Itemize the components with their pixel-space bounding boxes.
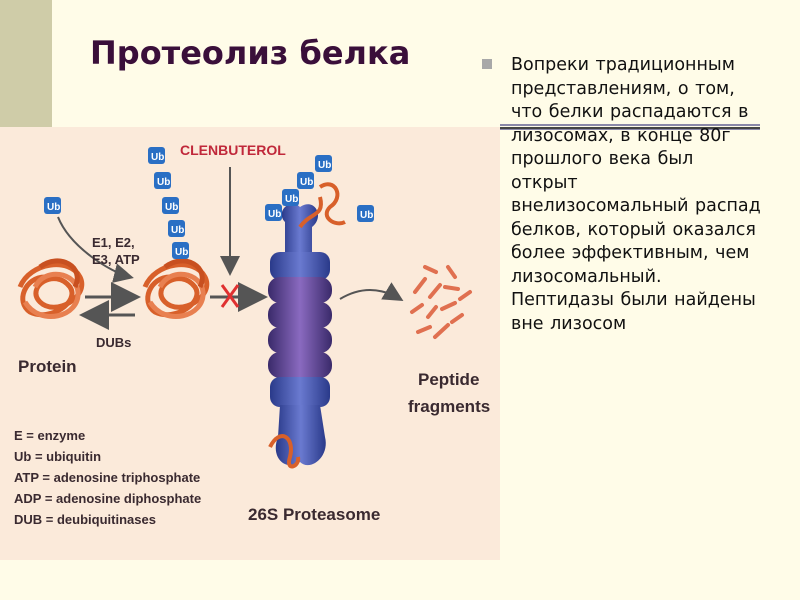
ub-label: Ub	[47, 202, 60, 213]
protein-tangle-icon	[17, 258, 85, 319]
proteasome-label: 26S Proteasome	[248, 505, 380, 524]
bullet-text: Вопреки традиционным представлениям, о т…	[511, 55, 761, 334]
peptide-label-1: Peptide	[418, 370, 479, 389]
legend: E = enzyme Ub = ubiquitin ATP = adenosin…	[14, 428, 201, 527]
ub-chain-middle: Ub Ub Ub Ub Ub	[148, 147, 189, 259]
enzymes-label-1: E1, E2,	[92, 235, 135, 250]
proteasome-icon	[268, 203, 332, 466]
ub-label: Ub	[151, 152, 164, 163]
ub-label: Ub	[171, 225, 184, 236]
accent-block	[0, 0, 52, 128]
to-peptides-arrow	[339, 282, 404, 302]
figure-svg: Ub Ub Ub Ub Ub Ub E1, E2, E3, ATP DUBs P…	[14, 142, 490, 527]
legend-item: E = enzyme	[14, 428, 85, 443]
ub-label: Ub	[360, 210, 373, 221]
ub-label: Ub	[300, 177, 313, 188]
peptide-fragments-icon	[410, 265, 472, 339]
block-x-icon	[220, 284, 240, 308]
ub-label: Ub	[285, 194, 298, 205]
ub-arrow	[57, 216, 134, 283]
legend-item: ADP = adenosine diphosphate	[14, 491, 201, 506]
slide-title: Протеолиз белка	[90, 34, 411, 72]
protein-label: Protein	[18, 357, 77, 376]
ubiquitinated-protein-icon	[142, 258, 210, 319]
ub-label: Ub	[157, 177, 170, 188]
divider-rule	[500, 124, 760, 130]
ub-label: Ub	[165, 202, 178, 213]
legend-item: ATP = adenosine triphosphate	[14, 470, 200, 485]
ub-label: Ub	[175, 247, 188, 258]
ub-label: Ub	[268, 209, 281, 220]
protein-strand-icon	[268, 182, 346, 469]
ub-single-left: Ub	[44, 197, 61, 214]
legend-item: DUB = deubiquitinases	[14, 512, 156, 527]
dubs-label: DUBs	[96, 335, 131, 350]
bullet-square-icon	[482, 59, 492, 69]
clenbuterol-label: CLENBUTEROL	[180, 142, 286, 158]
peptide-label-2: fragments	[408, 397, 490, 416]
enzymes-label-2: E3, ATP	[92, 252, 140, 267]
proteolysis-figure: Ub Ub Ub Ub Ub Ub E1, E2, E3, ATP DUBs P…	[0, 127, 500, 560]
legend-item: Ub = ubiquitin	[14, 449, 101, 464]
ub-chain-right: Ub Ub Ub Ub Ub	[265, 155, 374, 222]
ub-label: Ub	[318, 160, 331, 171]
